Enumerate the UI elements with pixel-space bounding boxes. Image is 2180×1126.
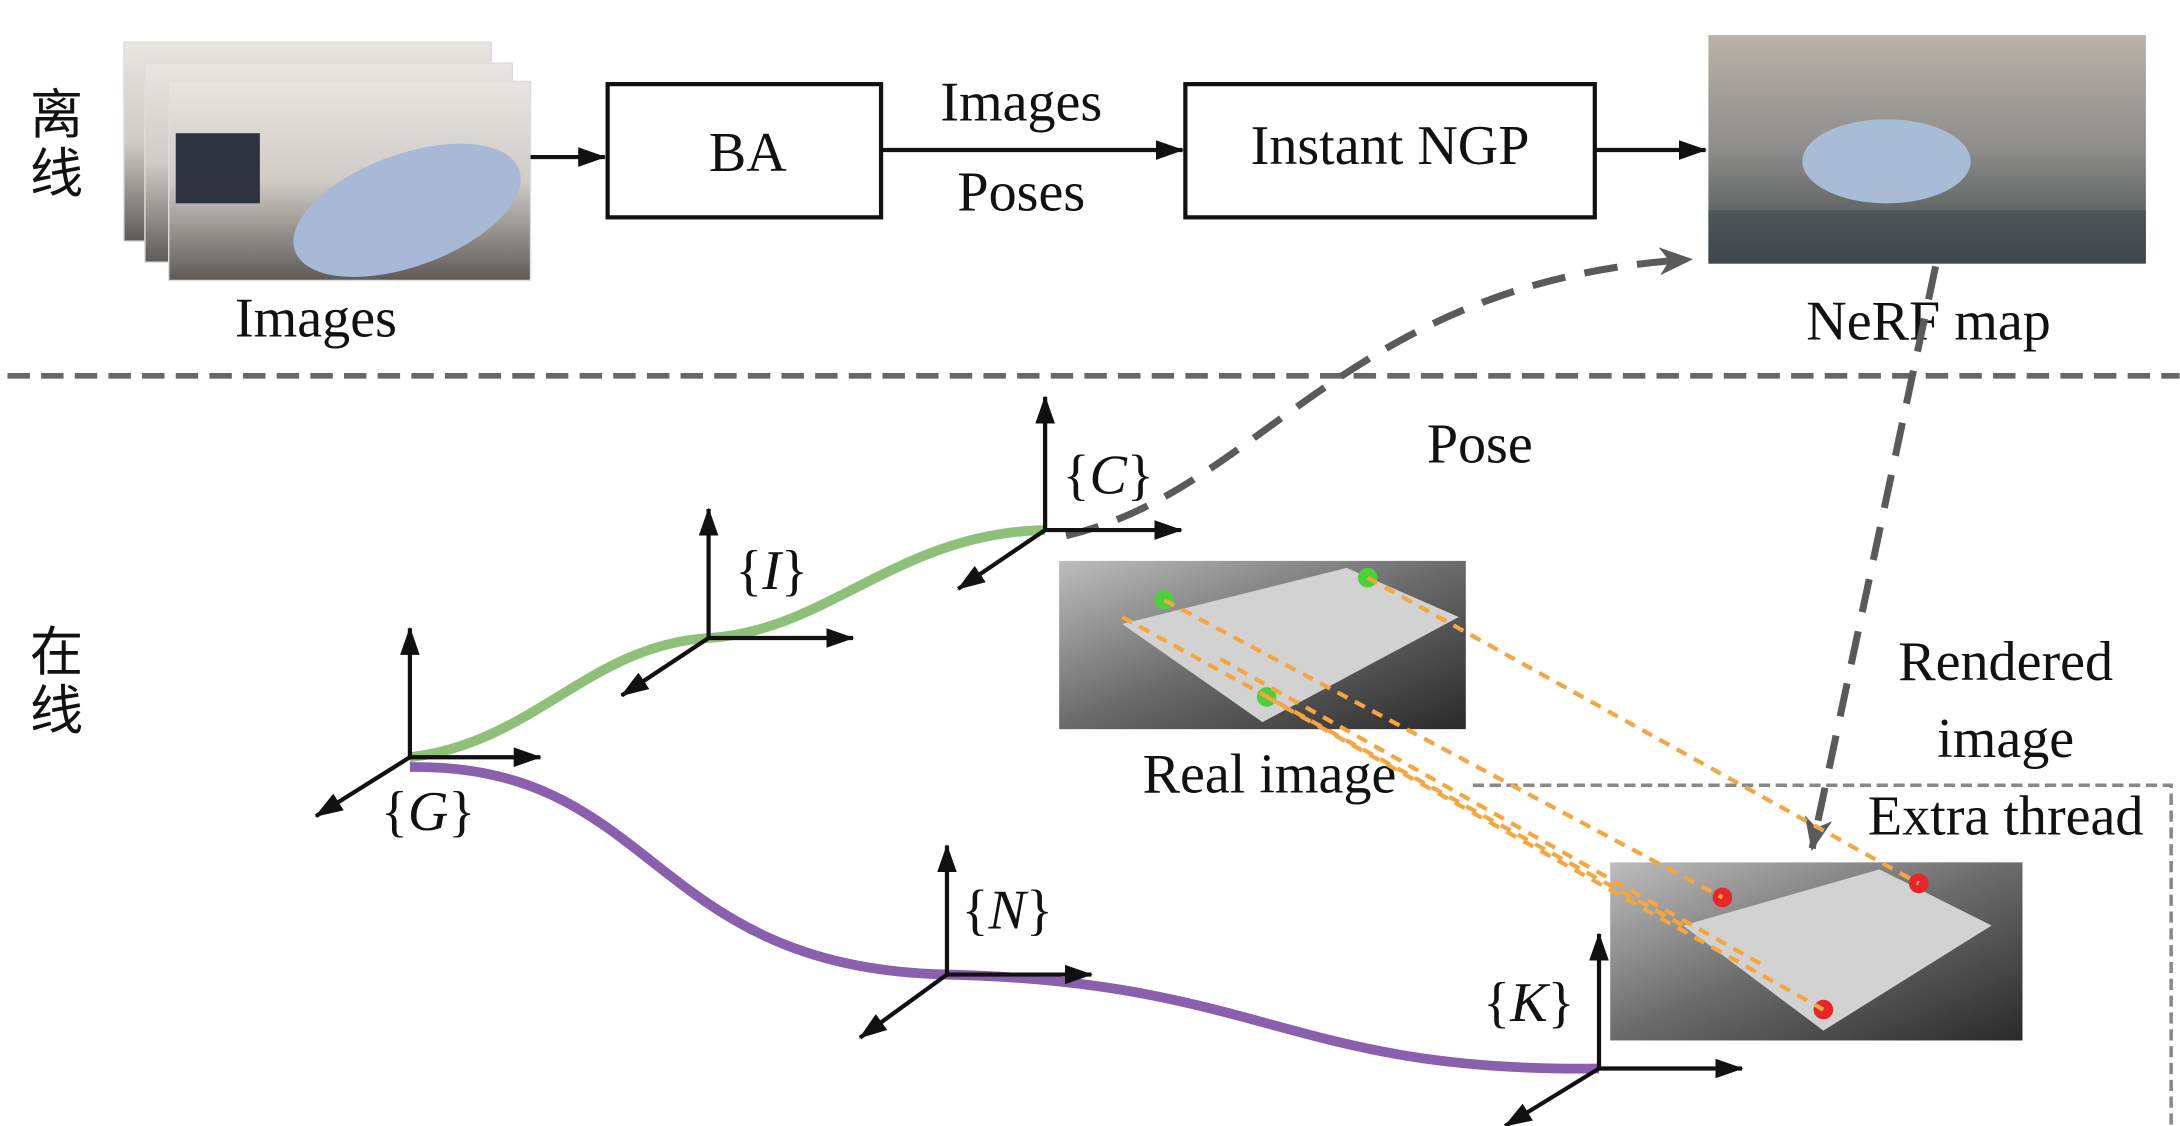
frame-i-axes: [620, 507, 855, 698]
input-images-label: Images: [235, 288, 397, 350]
offline-section-label: 离线: [30, 84, 83, 205]
nerf-map-image: [1708, 35, 2146, 264]
ba-box: [605, 82, 884, 220]
frame-n-label: {N}: [962, 879, 1053, 941]
frame-g-axes: [314, 626, 542, 818]
correspondence-lines: [1121, 575, 1920, 1012]
offline-label: 离线: [30, 84, 83, 205]
real-image: [1059, 560, 1466, 730]
online-label: 在线: [30, 621, 83, 742]
frame-n-axes: [858, 844, 1093, 1040]
frame-k-axes: [1503, 932, 1744, 1126]
input-image-stack: [123, 41, 532, 282]
nerf-map-label: NeRF map: [1806, 290, 2051, 352]
edge-poses-label: Poses: [957, 161, 1085, 223]
render-arrow: [1804, 265, 1939, 852]
frame-c-label: {C}: [1063, 445, 1154, 507]
real-image-label: Real image: [1143, 743, 1397, 805]
frame-c-axes: [957, 395, 1183, 591]
pose-label: Pose: [1427, 414, 1533, 476]
feature-point: [1357, 567, 1378, 588]
edge-images-label: Images: [940, 72, 1102, 134]
frame-g-label: {G}: [381, 781, 475, 843]
frame-k-label: {K}: [1483, 972, 1574, 1034]
green-trajectory: [409, 525, 1046, 763]
frame-i-label: {I}: [735, 540, 808, 602]
pose-query-arrow: [1065, 247, 1693, 540]
rendered-label-line2: image: [1937, 708, 2074, 770]
ba-label: BA: [709, 122, 787, 184]
rendered-image: [1610, 862, 2023, 1041]
rendered-label-line1: Rendered: [1898, 631, 2113, 693]
extra-thread-box: [1472, 783, 2173, 1126]
extra-thread-label: Extra thread: [1868, 785, 2144, 847]
instant-ngp-label: Instant NGP: [1251, 115, 1530, 177]
